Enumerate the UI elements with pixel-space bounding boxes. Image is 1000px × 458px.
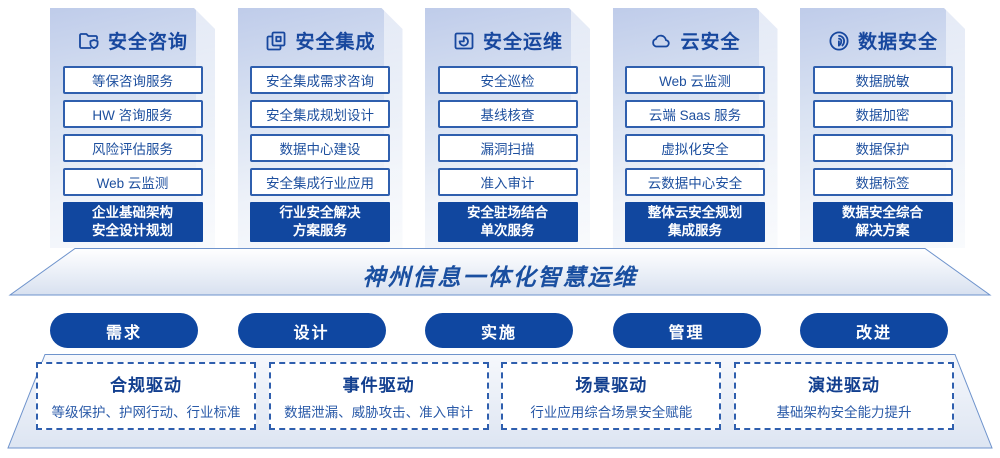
service-item: 安全集成需求咨询 bbox=[250, 66, 390, 94]
column-header: 安全咨询 bbox=[77, 27, 188, 54]
column-header: 安全集成 bbox=[264, 27, 375, 54]
driver-title: 演进驱动 bbox=[807, 376, 880, 395]
driver-incident: 事件驱动 数据泄漏、威胁攻击、准入审计 bbox=[268, 362, 489, 430]
column-items: 安全集成需求咨询 安全集成规划设计 数据中心建设 安全集成行业应用 bbox=[250, 66, 390, 196]
highlight-line: 数据安全综合 bbox=[842, 204, 923, 220]
service-item: 数据加密 bbox=[812, 100, 953, 128]
highlight-line: 单次服务 bbox=[480, 223, 535, 238]
service-item: 等保咨询服务 bbox=[62, 66, 203, 94]
service-item: 数据中心建设 bbox=[250, 134, 390, 162]
column-cloud-security: 云安全 Web 云监测 云端 Saas 服务 虚拟化安全 云数据中心安全 整体云… bbox=[612, 8, 778, 248]
highlight-line: 行业安全解决 bbox=[279, 204, 361, 220]
service-item: 安全巡检 bbox=[437, 66, 578, 94]
driver-title: 事件驱动 bbox=[342, 376, 415, 395]
column-highlight: 数据安全综合 解决方案 bbox=[812, 202, 953, 242]
driver-title: 场景驱动 bbox=[575, 376, 648, 395]
service-item: 准入审计 bbox=[437, 168, 578, 196]
service-item: 基线核查 bbox=[437, 100, 578, 128]
driver-compliance: 合规驱动 等级保护、护网行动、行业标准 bbox=[36, 362, 256, 430]
column-security-integration: 安全集成 安全集成需求咨询 安全集成规划设计 数据中心建设 安全集成行业应用 行… bbox=[237, 8, 403, 248]
service-item: 漏洞扫描 bbox=[437, 134, 578, 162]
service-columns-row: 安全咨询 等保咨询服务 HW 咨询服务 风险评估服务 Web 云监测 企业基础架… bbox=[50, 8, 965, 248]
column-items: 安全巡检 基线核查 漏洞扫描 准入审计 bbox=[437, 66, 578, 196]
driver-scenario: 场景驱动 行业应用综合场景安全赋能 bbox=[501, 362, 722, 430]
column-header: 安全运维 bbox=[452, 27, 563, 54]
column-title: 安全运维 bbox=[482, 32, 563, 53]
column-security-consulting: 安全咨询 等保咨询服务 HW 咨询服务 风险评估服务 Web 云监测 企业基础架… bbox=[50, 8, 215, 248]
highlight-line: 集成服务 bbox=[668, 223, 722, 238]
column-title: 安全集成 bbox=[295, 32, 376, 53]
service-item: 数据标签 bbox=[812, 168, 953, 196]
phase-pills-row: 需求 设计 实施 管理 改进 bbox=[50, 313, 948, 348]
cloud-icon bbox=[649, 29, 673, 53]
service-item: 安全集成行业应用 bbox=[250, 168, 390, 196]
drivers-row: 合规驱动 等级保护、护网行动、行业标准 事件驱动 数据泄漏、威胁攻击、准入审计 … bbox=[36, 362, 954, 430]
column-header: 数据安全 bbox=[827, 27, 938, 54]
column-security-operations: 安全运维 安全巡检 基线核查 漏洞扫描 准入审计 安全驻场结合 单次服务 bbox=[425, 8, 590, 248]
driver-title: 合规驱动 bbox=[110, 376, 182, 395]
column-title: 数据安全 bbox=[857, 32, 938, 53]
phase-pill-design: 设计 bbox=[237, 313, 386, 348]
service-item: Web 云监测 bbox=[625, 66, 765, 94]
monitor-folder-icon bbox=[452, 29, 476, 53]
fingerprint-icon bbox=[827, 29, 851, 53]
service-item: 风险评估服务 bbox=[62, 134, 203, 162]
column-highlight: 企业基础架构 安全设计规划 bbox=[62, 202, 203, 242]
driver-desc: 数据泄漏、威胁攻击、准入审计 bbox=[284, 405, 474, 420]
driver-desc: 等级保护、护网行动、行业标准 bbox=[51, 405, 241, 420]
copy-docs-icon bbox=[264, 29, 288, 53]
platform-banner-title: 神州信息一体化智慧运维 bbox=[362, 264, 638, 290]
highlight-line: 方案服务 bbox=[293, 223, 347, 238]
column-title: 云安全 bbox=[680, 32, 741, 53]
highlight-line: 安全设计规划 bbox=[92, 223, 173, 238]
column-title: 安全咨询 bbox=[107, 32, 188, 53]
phase-pill-improvement: 改进 bbox=[800, 313, 948, 348]
column-items: Web 云监测 云端 Saas 服务 虚拟化安全 云数据中心安全 bbox=[625, 66, 765, 196]
service-item: 云端 Saas 服务 bbox=[625, 100, 765, 128]
highlight-line: 整体云安全规划 bbox=[647, 204, 743, 220]
phase-pill-management: 管理 bbox=[612, 313, 761, 348]
column-highlight: 整体云安全规划 集成服务 bbox=[625, 202, 765, 242]
service-item: Web 云监测 bbox=[62, 168, 203, 196]
service-item: 安全集成规划设计 bbox=[250, 100, 390, 128]
driver-desc: 基础架构安全能力提升 bbox=[776, 405, 912, 420]
column-data-security: 数据安全 数据脱敏 数据加密 数据保护 数据标签 数据安全综合 解决方案 bbox=[800, 8, 965, 248]
highlight-line: 安全驻场结合 bbox=[467, 204, 548, 220]
column-header: 云安全 bbox=[649, 27, 740, 54]
service-item: 数据脱敏 bbox=[812, 66, 953, 94]
service-item: 云数据中心安全 bbox=[625, 168, 765, 196]
service-item: 虚拟化安全 bbox=[625, 134, 765, 162]
service-item: HW 咨询服务 bbox=[62, 100, 203, 128]
column-items: 数据脱敏 数据加密 数据保护 数据标签 bbox=[812, 66, 953, 196]
phase-pill-implementation: 实施 bbox=[425, 313, 573, 348]
column-highlight: 安全驻场结合 单次服务 bbox=[437, 202, 578, 242]
phase-pill-requirements: 需求 bbox=[50, 313, 198, 348]
platform-banner-shape bbox=[8, 248, 992, 296]
column-items: 等保咨询服务 HW 咨询服务 风险评估服务 Web 云监测 bbox=[62, 66, 203, 196]
service-item: 数据保护 bbox=[812, 134, 953, 162]
highlight-line: 企业基础架构 bbox=[92, 204, 173, 220]
folder-shield-icon bbox=[77, 29, 101, 53]
driver-evolution: 演进驱动 基础架构安全能力提升 bbox=[733, 362, 954, 430]
driver-desc: 行业应用综合场景安全赋能 bbox=[530, 405, 693, 420]
column-highlight: 行业安全解决 方案服务 bbox=[250, 202, 390, 242]
highlight-line: 解决方案 bbox=[855, 223, 910, 238]
